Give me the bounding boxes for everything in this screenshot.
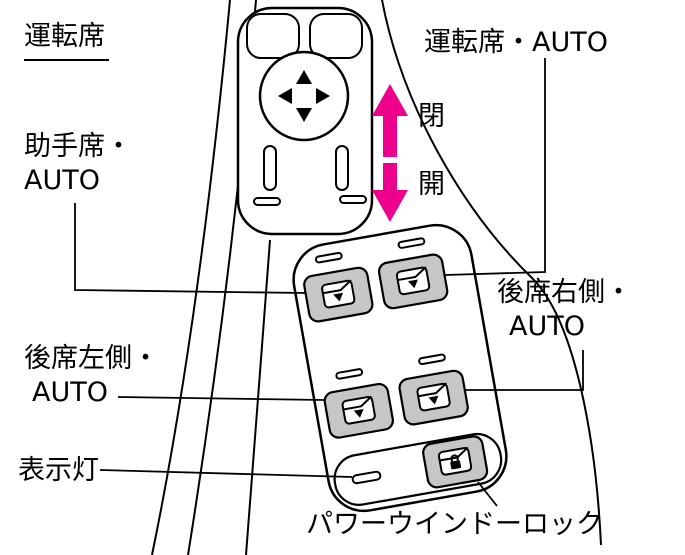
panel-mid-dash-left [335,368,364,380]
panel-top-dash-right [397,237,426,249]
mirror-pad-up-triangle-icon [296,70,312,84]
leader-rear-right-auto [465,350,584,391]
module-dash-left [253,197,281,206]
leader-passenger-auto [74,203,307,294]
label-rear-left-auto: 後席左側・ AUTO [24,342,159,410]
leader-window-lock [477,481,498,507]
leader-rear-left-auto [117,396,326,401]
power-window-switch-icon [395,265,431,296]
mirror-pad-arrows-icon [278,70,330,122]
leader-driver-auto [444,58,546,276]
label-close: 閉 [418,101,445,132]
close-up-arrow-icon [372,84,408,157]
mirror-pad-down-triangle-icon [296,108,312,122]
door-edge-left-outer [151,0,231,555]
panel-top-dash-left [314,251,343,264]
module-dash-right [339,195,367,204]
label-passenger-auto-line2: AUTO [24,164,100,196]
open-down-arrow-icon [372,163,408,222]
label-passenger-auto: 助手席・ AUTO [24,130,132,198]
mirror-adjust-4way-pad-icon [258,50,350,142]
label-rear-right-auto-line2: AUTO [509,310,585,342]
window-switch-panel [292,223,508,513]
door-edge-right [381,0,602,546]
label-power-window-lock: パワーウインドーロック [306,509,603,540]
power-window-switch-icon [340,395,377,426]
window-direction-arrows [372,84,408,222]
panel-mid-dash-right [418,353,446,366]
label-driver-auto: 運転席・AUTO [424,27,608,58]
mirror-select-right-button [309,13,363,59]
mirror-select-left-button [246,13,300,59]
label-rear-left-auto-line1: 後席左側・ [24,343,159,374]
indicator-light-dash [351,470,382,485]
label-rear-left-auto-line2: AUTO [32,376,108,408]
mirror-control-module [236,6,374,236]
power-window-switch-icon [415,382,452,413]
label-rear-right-auto-line1: 後席右側・ [497,277,632,308]
mirror-pad-left-triangle-icon [278,88,292,104]
callout-leader-lines [74,58,584,507]
label-passenger-auto-line1: 助手席・ [24,131,132,162]
module-stalk-left [263,145,277,191]
door-edge-left-short [245,239,271,555]
window-lock-switch-icon [437,446,473,477]
power-window-switch-icon [320,279,356,310]
page-title-text: 運転席 [24,20,109,61]
module-stalk-right [335,145,349,191]
mirror-pad-right-triangle-icon [316,88,330,104]
page-title: 運転席 [24,20,109,61]
label-indicator: 表示灯 [18,455,99,486]
leader-indicator [99,469,353,478]
label-open: 開 [418,169,445,200]
label-rear-right-auto: 後席右側・ AUTO [497,276,632,344]
